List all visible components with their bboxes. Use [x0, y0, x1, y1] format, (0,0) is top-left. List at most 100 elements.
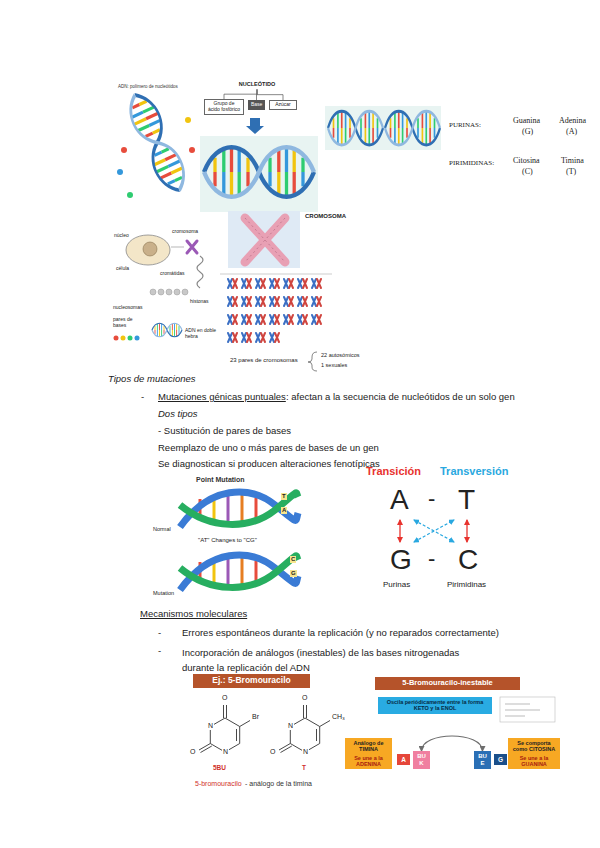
- karyotype-figure-part: [308, 352, 317, 371]
- text-label: CROMOSOMA: [305, 213, 346, 220]
- bromouracil-structure-part: [199, 744, 210, 751]
- text-label: Tipos de mutaciones: [108, 373, 196, 384]
- karyotype-figure-part: [270, 333, 279, 342]
- text-label: O: [302, 694, 307, 702]
- chromosome-figure-part: [245, 218, 285, 262]
- karyotype-figure-part: [242, 315, 251, 324]
- text-label: Reemplazo de uno o más pares de bases de…: [158, 442, 379, 453]
- thymine-structure-part: [281, 746, 292, 753]
- text-label: T: [458, 486, 475, 514]
- text-label: Citosina: [513, 156, 540, 166]
- karyotype-figure-part: [284, 279, 293, 288]
- cell-figure-part: [171, 247, 184, 248]
- thymine-structure-part: [303, 705, 304, 718]
- text-label: 5BU: [213, 764, 226, 772]
- text-label: G: [290, 570, 297, 577]
- keto-enol-inset-part: [500, 697, 555, 722]
- text-box: BU K: [413, 751, 430, 769]
- text-label: N: [207, 722, 214, 730]
- bromouracil-structure-part: [223, 705, 224, 718]
- text-label: Normal: [153, 526, 171, 533]
- karyotype-figure-part: [312, 279, 321, 288]
- cell-figure-part: [121, 336, 126, 341]
- nucleotide-figure-part: [204, 147, 314, 197]
- text-label: Purinas: [383, 580, 410, 590]
- text-label: ADN en doble hebra: [185, 327, 217, 339]
- text-label: (C): [522, 167, 533, 177]
- text-label: T: [281, 493, 287, 500]
- text-label: : afectan a la secuencia de nucleótidos …: [286, 391, 515, 402]
- cell-figure-part-part: [174, 289, 180, 295]
- text-label: C: [458, 546, 478, 574]
- cell-figure-part-part: [158, 289, 164, 295]
- box-text: Ej.: 5-Bromouracilo: [196, 676, 307, 686]
- text-label: -: [141, 391, 144, 402]
- karyotype-figure-part: [256, 333, 265, 342]
- cell-figure-part: [114, 336, 119, 341]
- text-label: ADN: polímero de nucleótidos: [118, 84, 178, 89]
- text-label: Pirimidinas: [447, 580, 486, 590]
- box-text: NUCLEÓTIDO: [237, 81, 277, 87]
- text-label: -: [428, 488, 435, 510]
- text-label: 23 pares de cromosomas: [230, 357, 298, 364]
- karyotype-figure-part: [242, 297, 251, 306]
- dna-polymer-figure-part: [185, 117, 191, 123]
- dna-strands-figure-part: [328, 111, 383, 145]
- text-label: Br: [252, 713, 259, 721]
- karyotype-figure-part: [242, 279, 251, 288]
- bromouracil-structure-part: [226, 705, 227, 718]
- box-text: Se comporta como CITOSINA: [511, 740, 557, 753]
- text-label: Se diagnostican si producen alteraciones…: [158, 458, 380, 469]
- karyotype-figure-part: [220, 274, 332, 275]
- text-label: Mutation: [153, 590, 174, 597]
- text-label: 22 autosómicos: [321, 352, 360, 359]
- nucleotide-figure-part: [246, 118, 264, 134]
- thymine-structure-part: [279, 744, 290, 751]
- text-box: Base: [248, 100, 265, 110]
- text-label: O: [190, 748, 195, 756]
- karyotype-figure-part: [312, 315, 321, 324]
- bromouracil-structure-part: [201, 746, 212, 753]
- text-box: Oscila periódicamente entre la forma KET…: [378, 697, 492, 714]
- karyotype-figure-part: [284, 315, 293, 324]
- text-box: 5-Bromouracilo-inestable: [375, 677, 520, 690]
- chromosome-figure-part: [245, 218, 285, 262]
- text-label: -: [158, 645, 161, 656]
- karyotype-figure-part: [228, 315, 237, 324]
- karyotype-figure-part: [228, 279, 237, 288]
- text-box: Se comporta como CITOSINASe une a la GUA…: [508, 738, 560, 769]
- box-text: Base: [251, 102, 262, 108]
- box-text: G: [497, 756, 504, 763]
- text-label: CH₃: [332, 713, 345, 721]
- cell-figure-part: [197, 256, 203, 288]
- text-label: 1 sexuales: [321, 362, 347, 369]
- text-label: Mecanismos moleculares: [140, 608, 247, 619]
- text-label: histonas: [190, 298, 209, 304]
- cell-figure-part-part: [150, 289, 156, 295]
- text-label: Adenina: [559, 116, 586, 126]
- point-mutation-figure: [180, 492, 298, 590]
- box-text: Oscila periódicamente entre la forma KET…: [381, 699, 489, 712]
- text-label: Dos tipos: [158, 408, 198, 419]
- karyotype-figure-part: [298, 297, 307, 306]
- connector: [422, 736, 483, 751]
- karyotype-figure-part: [284, 297, 293, 306]
- text-box: G: [494, 754, 507, 765]
- cell-figure-part: [152, 323, 182, 337]
- text-label: cromosoma: [172, 228, 198, 234]
- text-label: nucleosomas: [113, 304, 142, 310]
- text-label: Guanina: [513, 116, 540, 126]
- box-text: BU E: [477, 753, 488, 767]
- text-label: -: [428, 548, 435, 570]
- karyotype-figure-part: [312, 297, 321, 306]
- cell-figure-part: [126, 235, 170, 265]
- karyotype-figure-part: [242, 333, 251, 342]
- cell-figure-part: [187, 241, 197, 253]
- text-label: C: [290, 556, 296, 563]
- connector: [224, 89, 257, 99]
- text-label: Mutaciones génicas puntuales: [158, 391, 286, 402]
- text-label: (T): [566, 167, 576, 177]
- transition-arrows-part: [466, 520, 467, 542]
